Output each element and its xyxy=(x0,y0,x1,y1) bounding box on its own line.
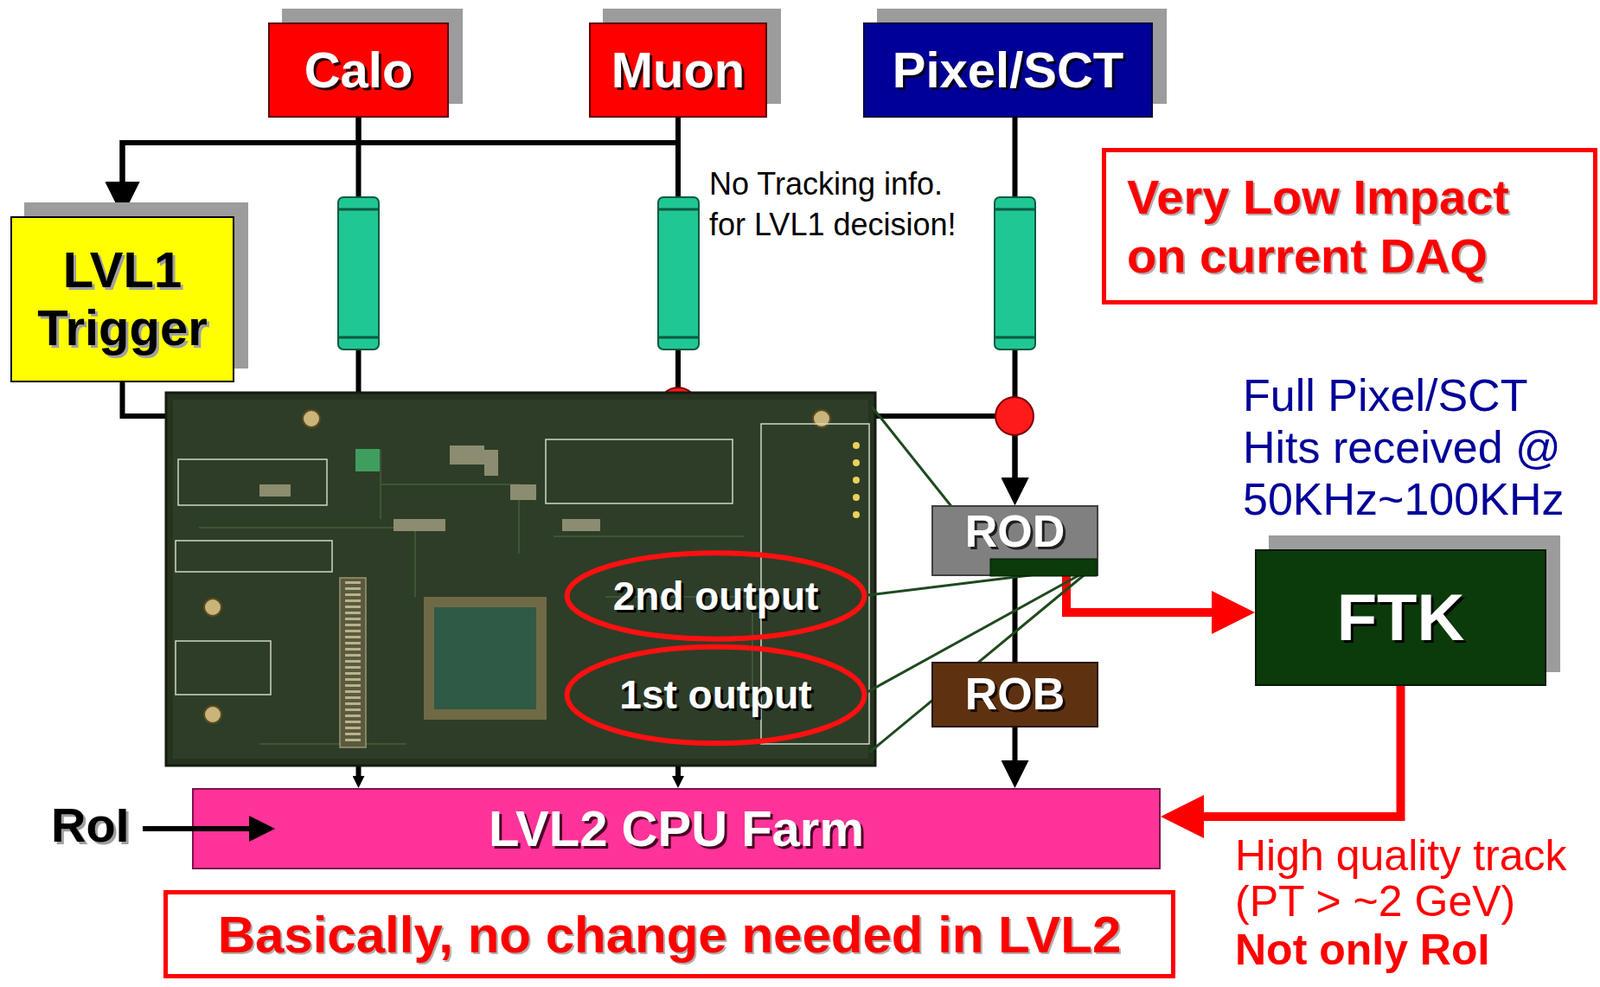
board-led xyxy=(852,511,860,519)
board-led xyxy=(852,459,860,467)
link-cylinder xyxy=(338,197,379,350)
ellipse-shape xyxy=(567,646,865,743)
cylinder-band xyxy=(994,336,1036,340)
board-chip xyxy=(434,607,537,710)
board-led xyxy=(852,493,860,501)
board-chip xyxy=(355,448,380,472)
node-text: Pixel/SCT xyxy=(892,41,1125,100)
output-splitter xyxy=(990,558,1097,576)
output-ellipse: 1st output xyxy=(563,642,868,748)
trigger-box: LVL1 Trigger xyxy=(10,216,235,383)
node-text: LVL2 CPU Farm xyxy=(488,800,864,858)
ellipse-shape xyxy=(567,552,865,639)
cylinder-band xyxy=(338,208,379,212)
output-ellipse: 2nd output xyxy=(563,549,868,643)
output-label: Not only RoI xyxy=(1235,927,1586,973)
connector-arrow xyxy=(1186,685,1402,817)
cylinder-band xyxy=(338,336,379,340)
buffer-box: ROB xyxy=(931,661,1099,728)
connector-pins xyxy=(345,581,361,744)
connector-arrow xyxy=(122,117,679,196)
board-photo xyxy=(166,392,876,766)
board-led xyxy=(852,476,860,484)
detector-box: Pixel/SCT xyxy=(863,22,1153,118)
link-cylinder xyxy=(658,197,699,350)
board-component xyxy=(562,518,601,532)
node-text: Muon xyxy=(611,41,746,100)
detector-box: Calo xyxy=(268,22,449,118)
board-chip-pins xyxy=(423,596,547,720)
detector-box: Muon xyxy=(588,22,768,118)
processor-box: FTK xyxy=(1254,549,1547,686)
input-label: RoI xyxy=(51,797,142,853)
board-component xyxy=(510,484,537,500)
connector-arrow xyxy=(1066,576,1229,613)
readout-box: ROD xyxy=(931,505,1099,576)
mounting-hole xyxy=(302,409,320,428)
board-connector xyxy=(339,577,366,748)
zoom-leader xyxy=(867,406,1094,753)
junction-dot xyxy=(995,396,1034,436)
node-text: Very Low Impact on current DAQ xyxy=(1126,167,1573,284)
cylinder-body xyxy=(658,197,699,350)
output-label: High quality track (PT > ~2 GeV) xyxy=(1235,832,1586,924)
roi-arrowhead xyxy=(249,815,276,842)
node-text: ROD xyxy=(965,508,1066,554)
node-text: FTK xyxy=(1337,579,1466,655)
node-text: Basically, no change needed in LVL2 xyxy=(217,904,1122,965)
cylinder-band xyxy=(658,336,699,340)
node-text: ROB xyxy=(965,668,1066,721)
board-led xyxy=(852,441,860,449)
node-text: 2nd output xyxy=(613,573,820,620)
connector-arrow xyxy=(1012,727,1018,772)
rate-label: Full Pixel/SCT Hits received @ 50KHz~100… xyxy=(1242,370,1589,525)
mounting-hole xyxy=(204,598,222,616)
silkscreen-box xyxy=(178,459,327,506)
node-text: LVL1 Trigger xyxy=(22,241,223,357)
link-cylinder xyxy=(994,197,1036,350)
cylinder-band xyxy=(658,208,699,212)
board-edge xyxy=(166,392,876,766)
connector-arrow xyxy=(122,117,359,196)
mounting-hole xyxy=(812,409,831,428)
roi-arrow-line xyxy=(142,825,253,832)
note-label: No Tracking info. for LVL1 decision! xyxy=(709,164,973,246)
note-box: Very Low Impact on current DAQ xyxy=(1101,147,1598,305)
cylinder-body xyxy=(338,197,379,350)
node-text: Calo xyxy=(304,41,414,100)
farm-box: LVL2 CPU Farm xyxy=(192,787,1161,870)
board-component xyxy=(393,518,446,532)
board-component xyxy=(259,484,291,497)
board-component xyxy=(484,449,499,476)
board-surface xyxy=(172,399,869,759)
silkscreen-box xyxy=(175,640,271,695)
cylinder-band xyxy=(994,208,1036,212)
note-box: Basically, no change needed in LVL2 xyxy=(163,889,1176,979)
silkscreen-box xyxy=(545,439,733,504)
node-text: 1st output xyxy=(619,672,812,718)
mounting-hole xyxy=(204,705,222,724)
cylinder-body xyxy=(994,197,1036,350)
silkscreen-box xyxy=(175,540,333,572)
board-component xyxy=(449,445,485,465)
connector-arrow xyxy=(1012,576,1018,662)
